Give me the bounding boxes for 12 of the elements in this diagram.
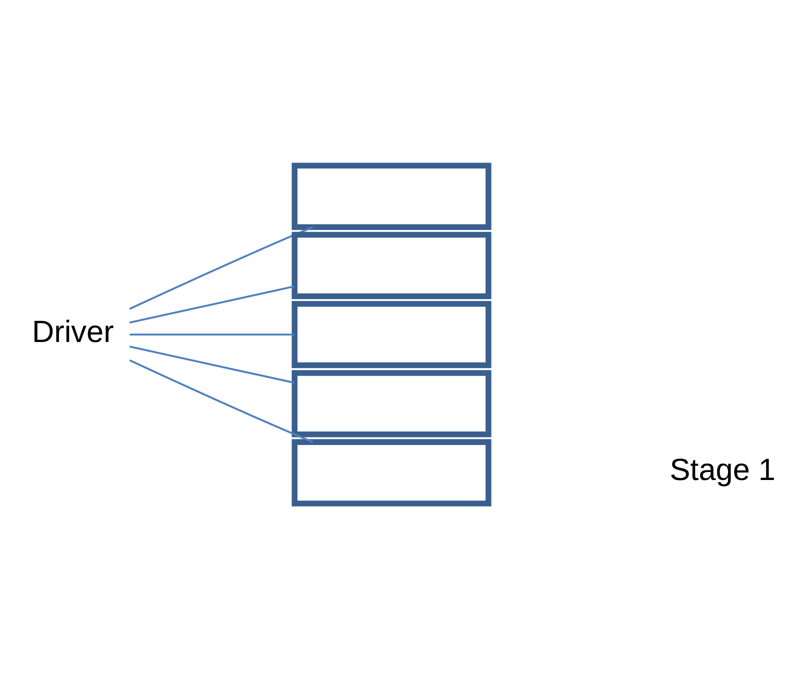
node-box <box>292 370 492 438</box>
node-box <box>292 439 492 506</box>
node-box <box>292 232 492 300</box>
label: Stage 1 <box>670 452 776 488</box>
connector <box>130 334 294 336</box>
connector <box>129 346 294 384</box>
connector <box>129 359 314 443</box>
node-box <box>292 162 492 230</box>
node-text: Driver <box>32 314 114 349</box>
connector <box>129 226 314 310</box>
node-box <box>292 301 492 368</box>
connector <box>129 286 294 324</box>
